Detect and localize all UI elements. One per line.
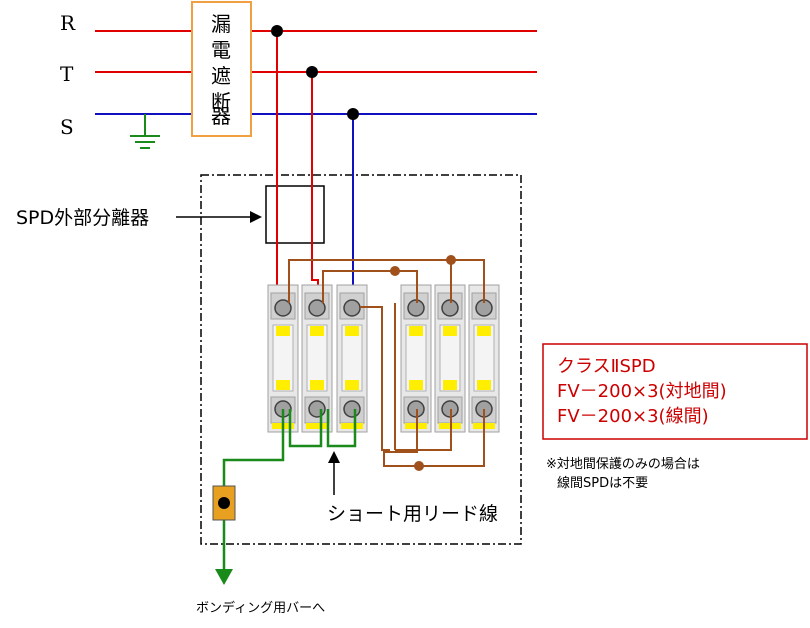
spd-cartridge — [405, 324, 427, 392]
spd-indicator — [443, 326, 457, 336]
junction-dots — [271, 25, 359, 120]
note-line-2: 線間SPDは不要 — [557, 475, 648, 491]
line-spd-jumpers — [288, 259, 485, 467]
spd-bottom-indicator — [306, 423, 328, 429]
phase-label-t: T — [60, 62, 74, 86]
spd-indicator — [276, 326, 290, 336]
spd-modules — [267, 284, 500, 433]
spec-line-between-lines: FV－200×3(線間) — [557, 406, 709, 427]
spd-top-terminal-screw — [274, 299, 292, 317]
breaker-label-char: 断 — [211, 90, 231, 114]
spd-indicator — [310, 380, 324, 390]
bonding-terminal-dot — [218, 497, 230, 509]
breaker-label-char: 漏 — [211, 12, 231, 36]
spd-bottom-terminal-screw — [343, 400, 361, 418]
bonding-arrow-icon — [215, 569, 233, 585]
arrow-head-icon — [250, 211, 262, 223]
phase-label-r: R — [60, 11, 76, 35]
spd-external-disconnector — [265, 185, 325, 244]
spec-box — [542, 343, 808, 440]
panel-enclosure — [200, 174, 522, 545]
spd-indicator — [409, 380, 423, 390]
spd-indicator — [345, 326, 359, 336]
spd-cartridge — [439, 324, 461, 392]
breaker-label-char: 器 — [211, 104, 231, 128]
breaker-label-char: 電 — [211, 38, 231, 62]
phase-label-s: S — [60, 115, 74, 139]
spd-cartridge — [306, 324, 328, 392]
short-lead-label: ショート用リード線 — [327, 503, 498, 525]
spd-bottom-indicator — [341, 423, 363, 429]
spd-cartridge — [341, 324, 363, 392]
spd-indicator — [345, 380, 359, 390]
spd-top-terminal-screw — [308, 299, 326, 317]
spd-indicator — [477, 326, 491, 336]
breaker-label: 漏 電 遮 断 器 — [211, 12, 231, 128]
earth-ground-icon — [130, 114, 160, 149]
ground-wires — [222, 409, 357, 578]
spec-line-class: クラスⅡSPD — [557, 356, 656, 377]
spd-cartridge — [272, 324, 294, 392]
spd-indicator — [409, 326, 423, 336]
spd-top-terminal-screw — [343, 299, 361, 317]
spd-indicator — [276, 380, 290, 390]
note-line-1: ※対地間保護のみの場合は — [546, 456, 700, 472]
spd-indicator — [310, 326, 324, 336]
external-disconnector-label: SPD外部分離器 — [16, 207, 149, 229]
spd-indicator — [477, 380, 491, 390]
spd-indicator — [443, 380, 457, 390]
spd-cartridge — [473, 324, 495, 392]
bonding-label: ボンディング用バーへ — [196, 600, 325, 616]
short-lead-arrow-icon — [328, 451, 340, 463]
spec-line-ground: FV－200×3(対地間) — [557, 381, 727, 402]
breaker-label-char: 遮 — [211, 64, 231, 88]
jumper-junction-dots — [390, 255, 456, 471]
spd-bottom-terminal-screw — [308, 400, 326, 418]
leakage-breaker — [191, 1, 252, 137]
